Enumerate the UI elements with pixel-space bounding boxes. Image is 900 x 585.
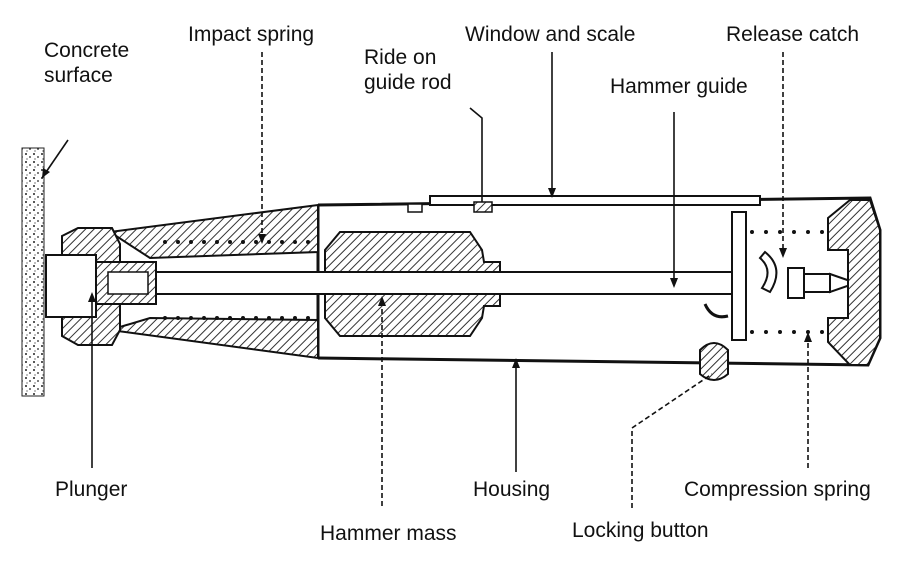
label-impact-spring: Impact spring bbox=[188, 23, 315, 46]
arrow-hammer-guide bbox=[670, 278, 678, 288]
arrow-hammer-mass bbox=[378, 296, 386, 306]
label-compression-spring: Compression spring bbox=[684, 478, 871, 501]
arrowheads bbox=[42, 168, 812, 368]
arrow-plunger bbox=[88, 292, 96, 302]
arrow-housing bbox=[512, 358, 520, 368]
arrow-impact-spring bbox=[258, 234, 266, 244]
release-catch-hook bbox=[758, 250, 778, 294]
latch-hook bbox=[703, 303, 729, 319]
label-release-catch: Release catch bbox=[726, 23, 860, 46]
label-hammer-mass: Hammer mass bbox=[320, 522, 457, 545]
leader-lines bbox=[41, 52, 809, 508]
label-hammer-guide: Hammer guide bbox=[610, 75, 748, 98]
label-locking-button: Locking button bbox=[572, 519, 709, 542]
rider bbox=[473, 201, 493, 213]
end-cap bbox=[827, 199, 881, 366]
guide-rod bbox=[95, 271, 747, 295]
label-housing: Housing bbox=[473, 478, 551, 501]
arrow-window-scale bbox=[548, 188, 556, 198]
impact-spring bbox=[163, 240, 310, 320]
label-ride-on-guide-rod: Ride on guide rod bbox=[364, 46, 452, 95]
plunger-bore bbox=[107, 271, 149, 295]
compression-spring bbox=[750, 230, 824, 334]
label-window-and-scale: Window and scale bbox=[465, 23, 636, 46]
locking-button bbox=[699, 342, 729, 381]
arrow-release-catch bbox=[779, 248, 787, 258]
nose-cone-lower bbox=[109, 316, 319, 360]
rider-left-stop bbox=[407, 203, 423, 213]
adjusting-screw bbox=[787, 267, 860, 299]
arrow-compression-spring bbox=[804, 332, 812, 342]
label-plunger: Plunger bbox=[55, 478, 128, 501]
arrow-concrete bbox=[42, 168, 50, 178]
hammer-mass bbox=[324, 231, 501, 337]
concrete-surface bbox=[21, 147, 45, 397]
nose-cone-upper bbox=[107, 203, 319, 260]
plunger-head bbox=[45, 227, 121, 346]
label-concrete-surface: Concrete surface bbox=[44, 39, 130, 88]
release-plate bbox=[731, 211, 747, 341]
window-scale-bar bbox=[429, 195, 761, 206]
leader-ride-on-guide-rod bbox=[469, 107, 483, 202]
leader-locking-button bbox=[631, 373, 713, 508]
